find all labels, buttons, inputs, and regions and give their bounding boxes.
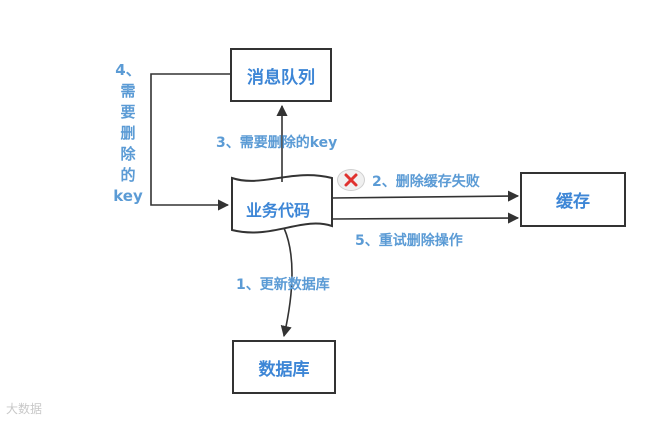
arrow-queue-to-business <box>150 73 230 211</box>
cache-node-label: 缓存 <box>556 192 590 212</box>
edge-label-left-line: 4、 <box>115 61 141 79</box>
edge-label-update-db: 1、更新数据库 <box>236 277 330 293</box>
queue-node: 消息队列 <box>230 48 332 102</box>
business-code-shape <box>231 174 333 234</box>
database-node: 数据库 <box>232 340 336 394</box>
edge-label-left-line: 需 <box>120 82 136 100</box>
edge-label-left-line: key <box>113 187 143 205</box>
business-node-label: 业务代码 <box>246 201 311 220</box>
cache-node: 缓存 <box>520 172 626 227</box>
arrow-retry-delete <box>331 212 520 224</box>
edge-label-to-queue: 3、需要删除的key <box>216 135 338 151</box>
arrow-business-to-database <box>280 227 293 338</box>
edge-label-retry-delete: 5、重试删除操作 <box>355 233 463 249</box>
edge-label-left-line: 要 <box>120 103 136 121</box>
edge-label-delete-cache-fail: 2、删除缓存失败 <box>372 174 480 190</box>
fail-x-icon <box>337 169 365 191</box>
edge-label-left: 4、 需 要 删 除 的 key <box>106 60 150 207</box>
queue-node-label: 消息队列 <box>247 67 315 88</box>
database-node-label: 数据库 <box>258 359 310 380</box>
edge-label-left-line: 除 <box>120 145 136 163</box>
edge-label-left-line: 删 <box>120 124 136 142</box>
arrow-delete-cache <box>331 190 520 202</box>
watermark: 大数据 <box>6 402 43 416</box>
edge-label-left-line: 的 <box>120 166 136 184</box>
